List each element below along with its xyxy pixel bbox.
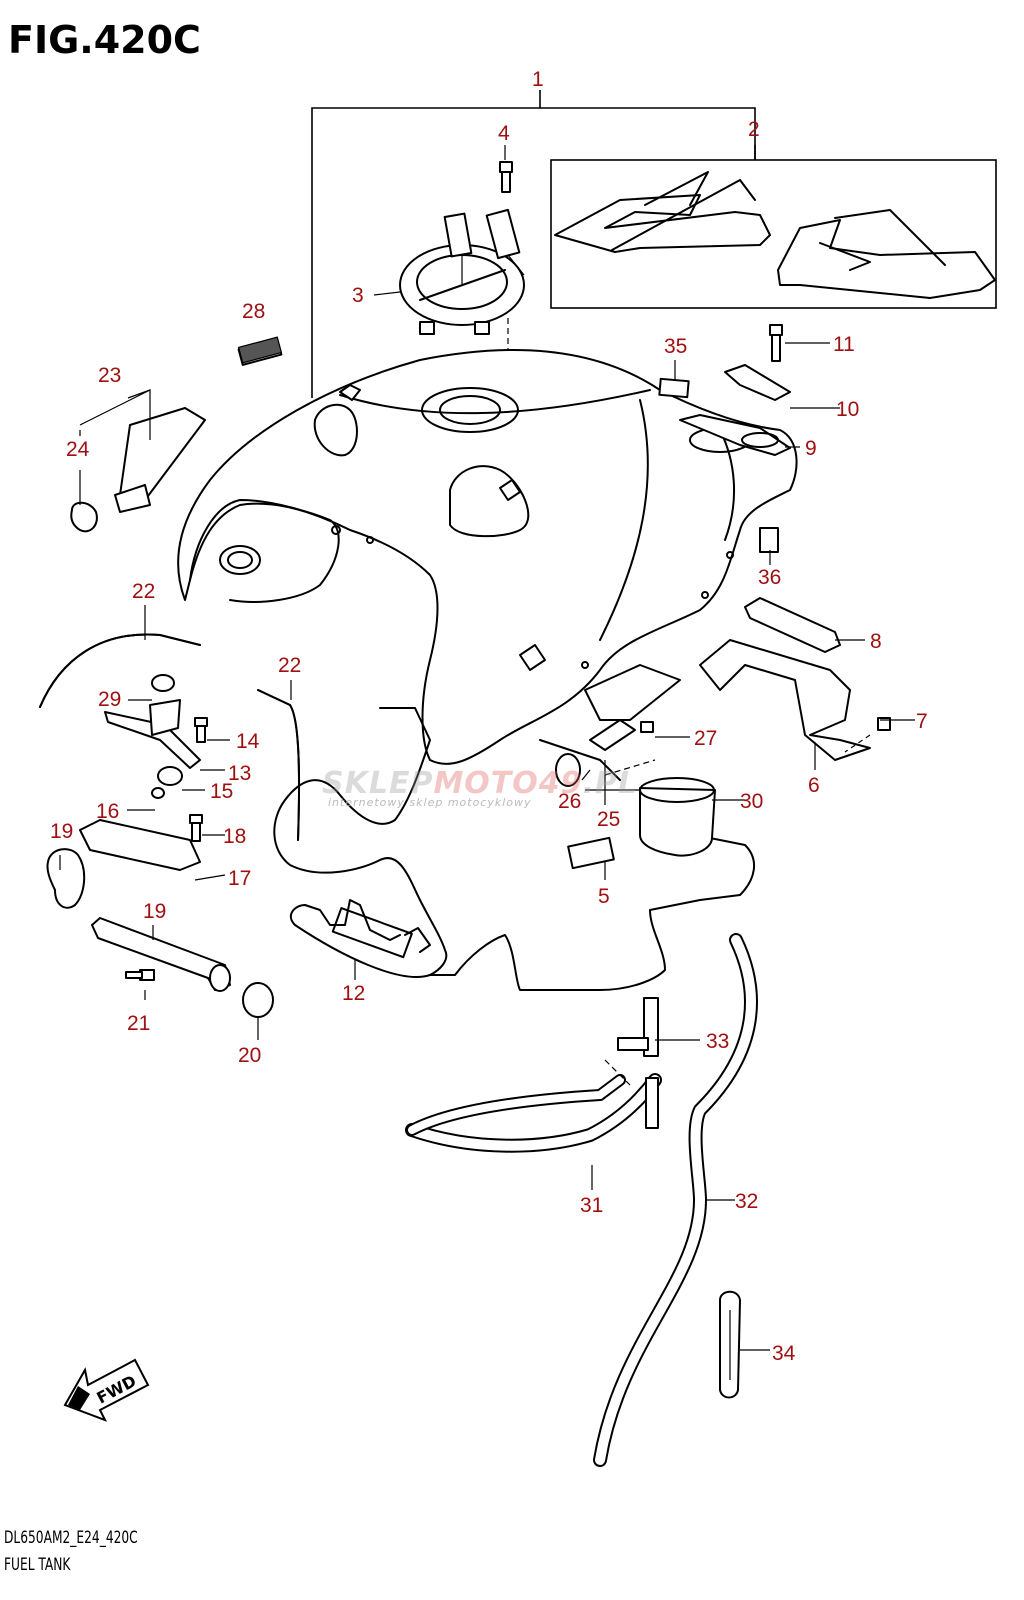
callout-19b: 19 bbox=[143, 900, 166, 923]
callout-8: 8 bbox=[870, 630, 882, 653]
callout-22a: 22 bbox=[132, 580, 155, 603]
callout-10: 10 bbox=[836, 398, 859, 421]
bolt-4 bbox=[499, 161, 513, 193]
leader-lines bbox=[59, 145, 915, 1351]
watermark-tagline: internetowy sklep motocyklowy bbox=[328, 796, 532, 809]
callout-4: 4 bbox=[498, 122, 510, 145]
callout-11: 11 bbox=[833, 333, 855, 356]
tank-seal bbox=[273, 707, 755, 991]
callout-30: 30 bbox=[740, 790, 763, 813]
callout-33: 33 bbox=[706, 1030, 729, 1053]
watermark-brand: SKLEPMOTO49.PL bbox=[322, 766, 639, 801]
callout-12: 12 bbox=[342, 982, 365, 1005]
clamp-ring bbox=[639, 777, 716, 857]
callout-3: 3 bbox=[352, 284, 364, 307]
callout-23: 23 bbox=[98, 364, 121, 387]
callout-35: 35 bbox=[664, 335, 687, 358]
callout-34: 34 bbox=[772, 1342, 796, 1365]
callout-16: 16 bbox=[96, 800, 119, 823]
callout-13: 13 bbox=[228, 762, 251, 785]
callout-20: 20 bbox=[238, 1044, 261, 1067]
callout-5: 5 bbox=[598, 885, 610, 908]
callout-17: 17 bbox=[228, 867, 251, 890]
decal-set bbox=[554, 171, 996, 299]
left-small-parts bbox=[39, 336, 301, 1018]
callout-29: 29 bbox=[98, 688, 121, 711]
bracket-25 bbox=[555, 664, 681, 791]
fuel-tank-body bbox=[177, 349, 798, 765]
breather-hoses bbox=[405, 933, 758, 1467]
callout-6: 6 bbox=[808, 774, 820, 797]
callout-9: 9 bbox=[805, 437, 817, 460]
callout-31: 31 bbox=[580, 1194, 603, 1217]
callout-36: 36 bbox=[758, 566, 781, 589]
callout-2: 2 bbox=[748, 118, 760, 141]
callout-22b: 22 bbox=[278, 654, 301, 677]
figure-name: FUEL TANK bbox=[4, 1555, 71, 1575]
callout-21: 21 bbox=[127, 1012, 150, 1035]
callout-7: 7 bbox=[916, 710, 928, 733]
callout-24: 24 bbox=[66, 438, 90, 461]
callout-27: 27 bbox=[694, 727, 717, 750]
model-code: DL650AM2_E24_420C bbox=[4, 1528, 138, 1548]
fwd-arrow-icon: FWD bbox=[63, 1358, 150, 1422]
callout-28: 28 bbox=[242, 300, 265, 323]
group-1-bracket bbox=[311, 90, 997, 398]
callout-15: 15 bbox=[210, 780, 233, 803]
callout-numbers: 1 2 3 4 5 6 7 8 9 10 11 12 13 14 15 16 1… bbox=[50, 68, 928, 1365]
fuel-cap bbox=[399, 208, 525, 405]
callout-26: 26 bbox=[558, 790, 581, 813]
callout-18: 18 bbox=[223, 825, 246, 848]
tank-brackets bbox=[679, 324, 891, 761]
figure-title: FIG.420C bbox=[8, 18, 201, 62]
callout-19a: 19 bbox=[50, 820, 73, 843]
callout-14: 14 bbox=[236, 730, 260, 753]
callout-1: 1 bbox=[532, 68, 544, 91]
callout-25: 25 bbox=[597, 808, 620, 831]
callout-32: 32 bbox=[735, 1190, 758, 1213]
